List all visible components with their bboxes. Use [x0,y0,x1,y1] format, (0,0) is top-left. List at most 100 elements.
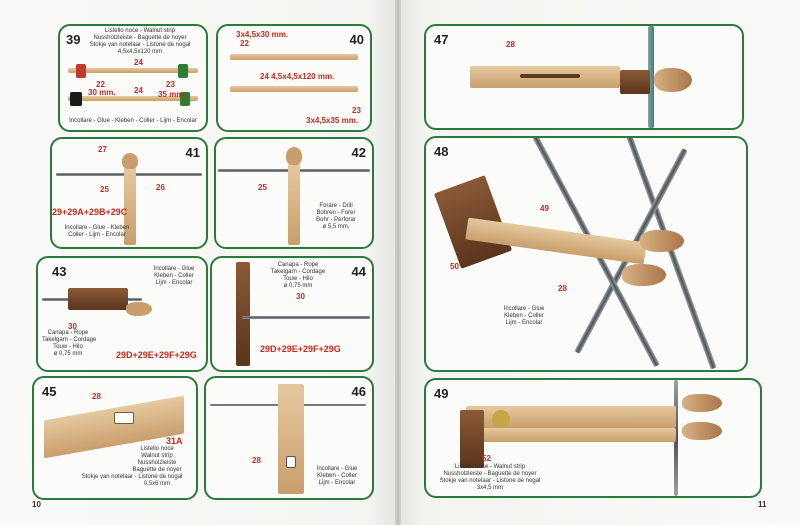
step-number: 41 [185,145,200,160]
carriage-beam [466,428,676,442]
glue-note: Incollare - Glue [153,266,195,272]
page-number-right: 11 [758,500,767,509]
callout: 22 [96,80,105,89]
rope-note: Touw - Hilo [283,276,313,282]
callout: 25 [100,185,109,194]
material-line: Listello noce - Walnut strip [104,28,176,34]
callout: 29D+29E+29F+29G [116,350,197,360]
glue-note: Incollare - Glue [503,306,545,312]
drill-note: Forare - Drill [319,203,353,209]
callout: 23 [352,106,361,115]
callout: 29+29A+29B+29C [52,207,128,217]
rope-note: Takelgarn - Cordage [42,337,97,343]
callout: 28 [252,456,261,465]
material-line: Stokje van notelaar - Listone de nogal [81,474,183,480]
callout: 26 [156,183,165,192]
callout: 30 mm. [88,88,116,97]
material-line: Nussholzleiste [137,460,177,466]
walnut-strip [230,86,358,92]
breech-block [68,288,128,310]
material-line: Stokje van notelaar - Listone de nogal [89,42,191,48]
callout: 3x4,5x30 mm. [236,30,289,39]
finial-knob [126,302,152,316]
drill-note: Bohren - Forer [316,210,356,216]
finial-knob [682,394,722,412]
material-line: Stokje van notelaar - Listone de nogal [439,478,541,484]
rope-note: Takelgarn - Cordage [270,269,326,275]
step-number: 43 [52,264,67,279]
clamp-dark [70,92,82,106]
step-45-panel: 45 28 31A Listello noce Walnut strip Nus… [32,376,198,500]
callout: 24 [134,58,143,67]
vertical-post [278,384,304,494]
glue-note: Kleben - Coller [317,473,357,479]
material-size: 0,5x6 mm [143,481,171,487]
steel-rod [674,380,678,496]
step-46-panel: 46 28 Incollare - Glue Kleben - Coller L… [204,376,374,500]
vertical-post [288,163,300,245]
glue-note: Lijm - Encolar [505,320,543,326]
step-number: 42 [351,145,366,160]
callout: 29D+29E+29F+29G [260,344,341,354]
step-number: 45 [42,384,57,399]
rope-note: Touw - Hilo [53,344,83,350]
rope-note: Canapa - Rope [277,262,319,268]
step-40-panel: 40 3x4,5x30 mm. 22 24 4,5x4,5x120 mm. 23… [216,24,372,132]
callout: 49 [540,204,549,213]
walnut-strip [68,68,198,73]
callout: 28 [92,392,101,401]
glue-instruction: Incollare - Glue - Kleben - Coller - Lij… [69,118,197,124]
breech-block [460,410,484,468]
callout: 27 [98,145,107,154]
glue-note: Incollare - Glue [316,466,358,472]
deck-slot [114,412,134,424]
step-48-panel: 48 49 50 28 Incollare - Glue Kleben - Co… [424,136,748,372]
callout: 30 [296,292,305,301]
material-size: 4,5x4,5x120 mm [117,49,163,55]
glue-note: Lijm - Encolar [155,280,193,286]
drill-note: Bohr - Perforar [316,217,356,223]
carriage-beam [466,406,676,428]
step-number: 47 [434,32,449,47]
step-number: 39 [66,32,81,47]
walnut-strip [230,54,358,60]
callout: 22 [240,39,249,48]
post-slot [286,456,296,468]
rope-diameter: ø 0,75 mm [53,351,83,357]
walnut-strip [68,96,198,101]
book-spine [395,0,401,525]
step-39-panel: 39 Listello noce - Walnut strip Nussholz… [58,24,208,132]
finial-knob [640,230,684,252]
callout: 52 [482,454,491,463]
callout: 35 mm. [158,90,186,99]
rope-diameter: ø 0,75 mm [283,283,313,289]
glue-note: Incollare - Glue - Kleben [64,225,130,231]
callout: 30 [68,322,77,331]
callout: 31A [166,436,183,446]
glue-note: Kleben - Coller [154,273,194,279]
step-number: 46 [351,384,366,399]
callout: 24 [134,86,143,95]
step-47-panel: 47 28 [424,24,744,130]
drill-diameter: ø 5,5 mm. [322,224,350,230]
mast-pole [648,26,654,128]
callout: 25 [258,183,267,192]
clamp-green [178,64,188,78]
material-line: Listello noce - Walnut strip [454,464,526,470]
step-41-panel: 41 27 25 26 29+29A+29B+29C Incollare - G… [50,137,208,249]
material-line: Nussholzleiste - Baguette de noyer [93,35,187,41]
rope-note: Canapa - Rope [47,330,89,336]
vertical-post [236,262,250,366]
steel-rod [242,316,370,319]
material-line: Listello noce [140,446,174,452]
finial-knob [682,422,722,440]
finial-knob [654,68,692,92]
material-line: Baguette de noyer [132,467,182,473]
callout: 50 [450,262,459,271]
finial-knob [286,147,302,165]
glue-note: Coller - Lijm - Encolar [68,232,126,238]
breech-block [620,70,650,94]
callout: 23 [166,80,175,89]
rail-slot [520,74,580,78]
callout: 28 [506,40,515,49]
